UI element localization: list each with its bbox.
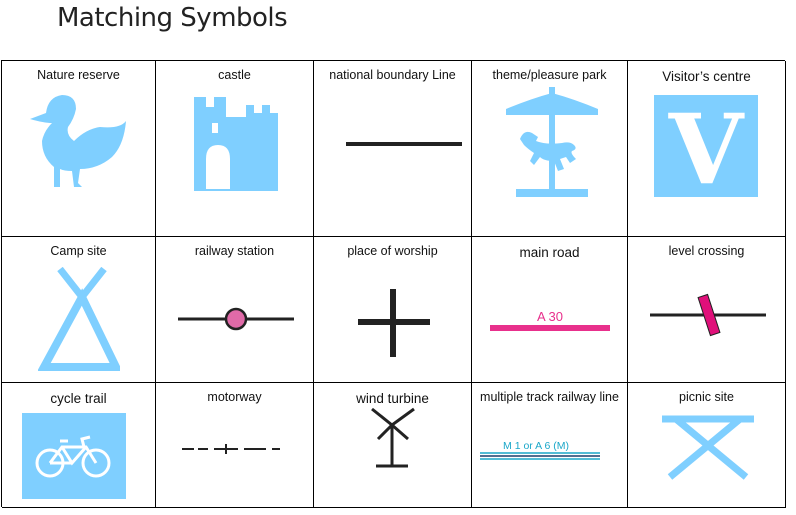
picnic-table-icon	[662, 415, 754, 480]
cell-main-road: main road A 30	[472, 237, 628, 383]
cell-railway-station: railway station	[156, 237, 314, 383]
symbol-grid: Nature reserve castle national boundary …	[1, 60, 786, 508]
cross-icon	[358, 289, 430, 357]
visitor-v-letter: V	[668, 95, 745, 197]
cell-castle: castle	[156, 61, 314, 237]
cell-theme-park: theme/pleasure park	[472, 61, 628, 237]
cell-label: cycle trail	[50, 391, 107, 406]
multi-track-icon: M 1 or A 6 (M)	[480, 440, 600, 460]
cell-label: national boundary Line	[329, 68, 456, 82]
cell-label: wind turbine	[356, 391, 429, 406]
cell-wind-turbine: wind turbine	[314, 383, 472, 508]
multi-track-label: M 1 or A 6 (M)	[503, 440, 569, 452]
main-road-number: A 30	[537, 309, 563, 324]
cell-label: level crossing	[668, 244, 745, 258]
main-road-icon: A 30	[490, 309, 610, 331]
cell-place-of-worship: place of worship	[314, 237, 472, 383]
cell-label: castle	[218, 68, 251, 82]
motorway-icon	[182, 444, 280, 454]
cell-motorway: motorway	[156, 383, 314, 508]
cell-label: Visitor’s centre	[662, 69, 751, 84]
cell-nature-reserve: Nature reserve	[2, 61, 156, 237]
cell-label: main road	[519, 245, 580, 260]
page-title: Matching Symbols	[57, 3, 288, 33]
cell-cycle-trail: cycle trail	[2, 383, 156, 508]
level-crossing-icon	[650, 293, 766, 337]
wind-turbine-icon	[371, 407, 415, 468]
railway-station-icon	[178, 307, 294, 331]
cell-label: railway station	[194, 244, 275, 258]
bicycle-icon	[22, 413, 126, 499]
cell-picnic-site: picnic site	[628, 383, 786, 508]
cell-label: multiple track railway line	[480, 390, 619, 404]
cell-multi-track-railway: multiple track railway line M 1 or A 6 (…	[472, 383, 628, 508]
cell-camp-site: Camp site	[2, 237, 156, 383]
cell-label: picnic site	[679, 390, 734, 404]
cell-visitors-centre: Visitor’s centre V	[628, 61, 786, 237]
tent-icon	[38, 267, 120, 371]
visitor-v-icon: V	[654, 95, 758, 197]
boundary-line-icon	[346, 142, 462, 146]
duck-icon	[16, 83, 142, 203]
cell-national-boundary: national boundary Line	[314, 61, 472, 237]
cell-label: motorway	[207, 390, 262, 404]
cell-level-crossing: level crossing	[628, 237, 786, 383]
carousel-icon	[506, 87, 598, 197]
cell-label: place of worship	[347, 244, 438, 258]
cell-label: theme/pleasure park	[492, 68, 607, 82]
cell-label: Camp site	[50, 244, 107, 258]
castle-icon	[194, 97, 278, 191]
cell-label: Nature reserve	[37, 68, 120, 82]
